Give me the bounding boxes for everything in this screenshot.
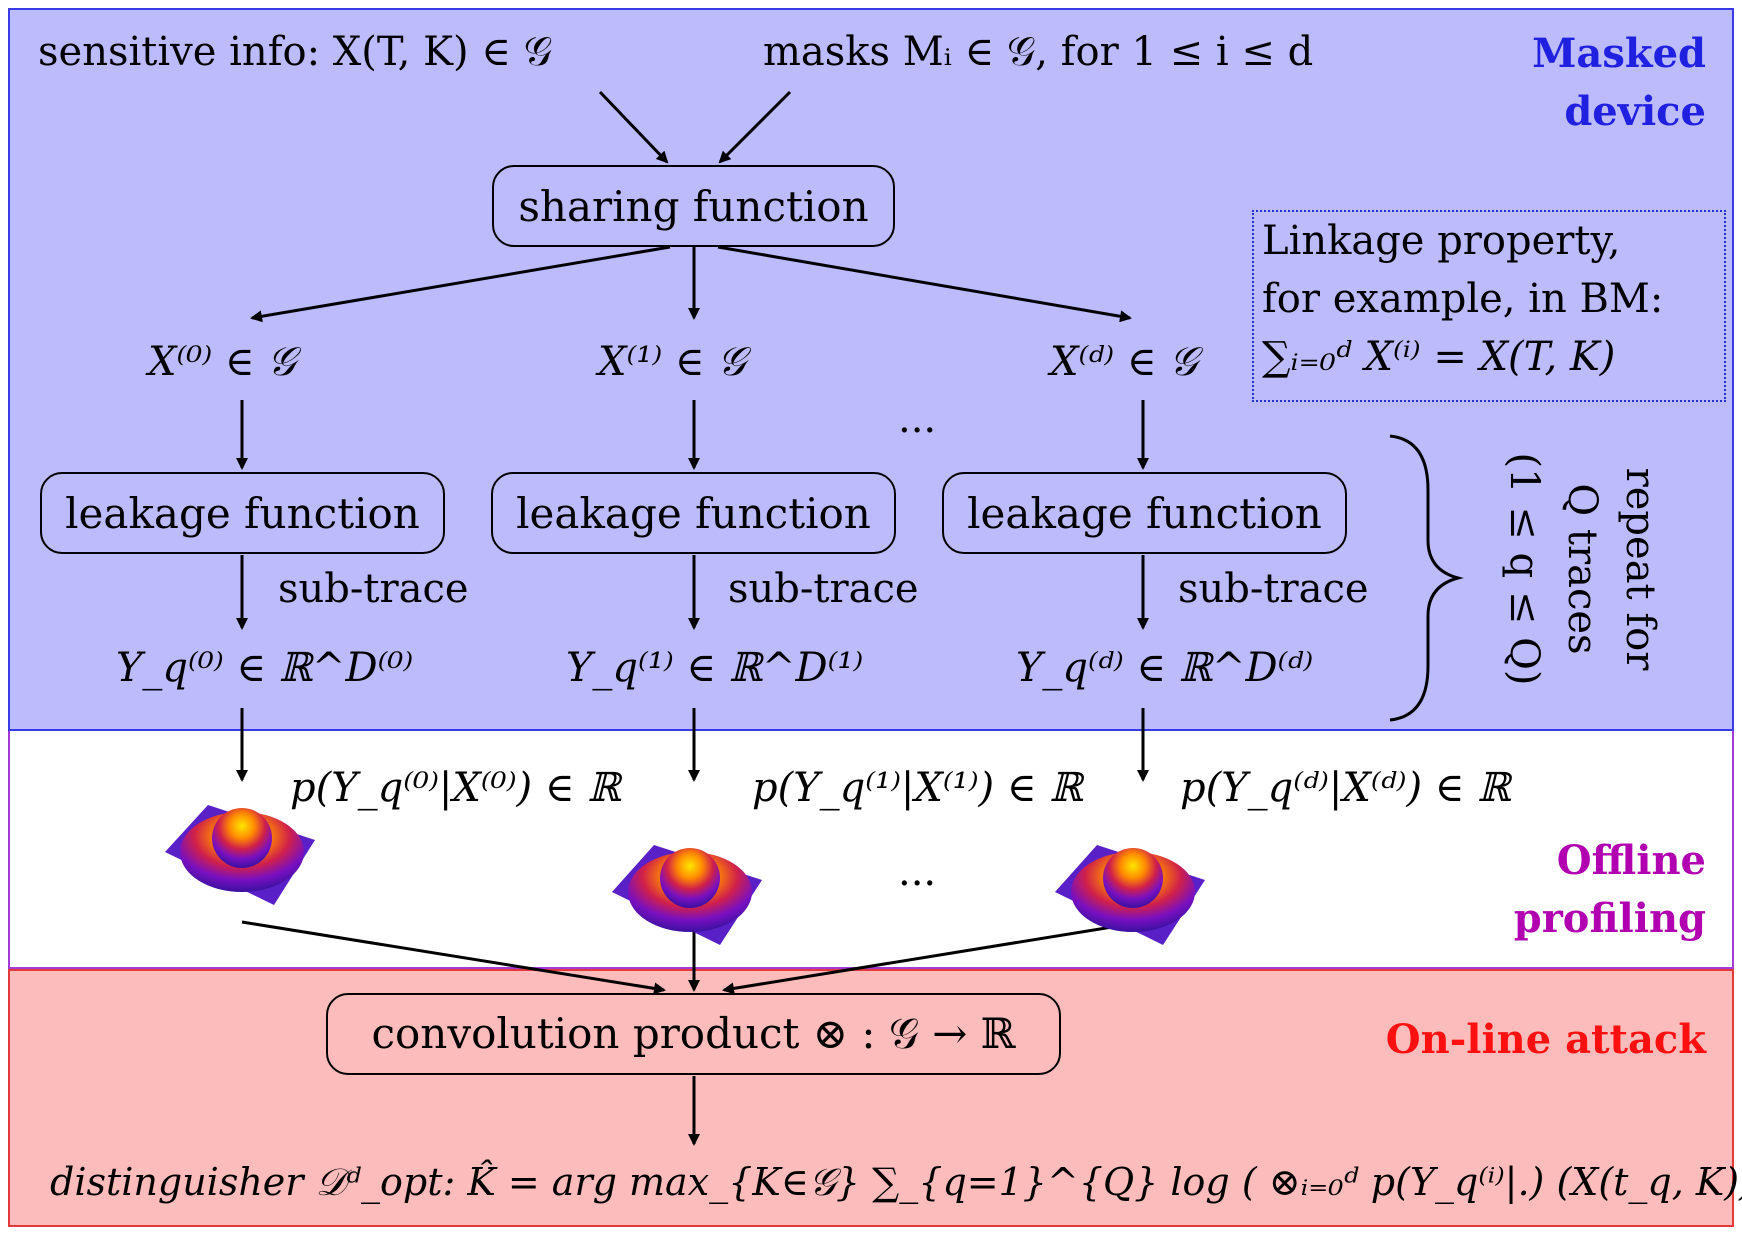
subtrace-0-label: Y_q⁽⁰⁾ ∈ ℝ^D⁽⁰⁾: [116, 645, 414, 691]
arrow-sharing-to-share-0: [250, 245, 671, 323]
repeat-brace: [1389, 434, 1464, 722]
gaussian-surface-icon-0: [165, 805, 315, 905]
share-1-label: X⁽¹⁾ ∈ 𝒢: [598, 339, 746, 385]
offline-profiling-label: Offline profiling: [1514, 832, 1706, 948]
masked-device-label-line2: device: [1564, 88, 1706, 135]
distinguisher-formula: distinguisher 𝒟ᵈ_opt: K̂ = arg max_{K∈𝒢}…: [50, 1160, 1742, 1204]
masked-device-label-line1: Masked: [1532, 30, 1706, 77]
offline-profiling-label-line1: Offline: [1556, 837, 1706, 884]
sub-trace-label-1: sub-trace: [728, 566, 919, 612]
subtrace-d-label: Y_q⁽ᵈ⁾ ∈ ℝ^D⁽ᵈ⁾: [1016, 645, 1314, 691]
densities-ellipsis: ...: [898, 849, 937, 895]
arrow-sensitive-to-sharing: [598, 90, 669, 164]
linkage-property-box: Linkage property, for example, in BM: ∑ᵢ…: [1252, 210, 1726, 402]
density-1-label: p(Y_q⁽¹⁾|X⁽¹⁾) ∈ ℝ: [752, 765, 1083, 811]
arrow-density-0-to-convolution: [241, 920, 666, 995]
leakage-function-box-d: leakage function: [942, 472, 1347, 554]
shares-ellipsis: ...: [898, 396, 937, 442]
masked-device-region: [8, 8, 1734, 731]
linkage-line3: ∑ᵢ₌₀ᵈ X⁽ⁱ⁾ = X(T, K): [1262, 334, 1616, 380]
gaussian-surface-icon-d: [1055, 845, 1205, 945]
sub-trace-label-d: sub-trace: [1178, 566, 1369, 612]
linkage-line2: for example, in BM:: [1262, 276, 1664, 322]
arrow-density-d-to-convolution: [722, 920, 1144, 995]
arrow-sharing-to-share-d: [717, 245, 1132, 323]
gaussian-surface-icon-1: [612, 845, 762, 945]
online-attack-region: [8, 969, 1734, 1227]
sub-trace-label-0: sub-trace: [278, 566, 469, 612]
sensitive-info-label: sensitive info: X(T, K) ∈ 𝒢: [38, 29, 553, 75]
subtrace-1-label: Y_q⁽¹⁾ ∈ ℝ^D⁽¹⁾: [566, 645, 864, 691]
masks-label: masks Mᵢ ∈ 𝒢, for 1 ≤ i ≤ d: [763, 29, 1314, 75]
convolution-product-box: convolution product ⊗ : 𝒢 → ℝ: [326, 993, 1061, 1075]
density-d-label: p(Y_q⁽ᵈ⁾|X⁽ᵈ⁾) ∈ ℝ: [1180, 765, 1511, 811]
share-d-label: X⁽ᵈ⁾ ∈ 𝒢: [1050, 339, 1198, 385]
online-attack-label: On-line attack: [1385, 1016, 1706, 1063]
density-0-label: p(Y_q⁽⁰⁾|X⁽⁰⁾) ∈ ℝ: [290, 765, 621, 811]
offline-profiling-label-line2: profiling: [1513, 895, 1706, 942]
leakage-function-box-0: leakage function: [40, 472, 445, 554]
leakage-function-box-1: leakage function: [491, 472, 896, 554]
masked-device-label: Masked device: [1532, 25, 1706, 141]
share-0-label: X⁽⁰⁾ ∈ 𝒢: [148, 339, 296, 385]
sharing-function-box: sharing function: [492, 165, 895, 247]
linkage-line1: Linkage property,: [1262, 218, 1621, 264]
arrow-masks-to-sharing: [718, 90, 792, 164]
